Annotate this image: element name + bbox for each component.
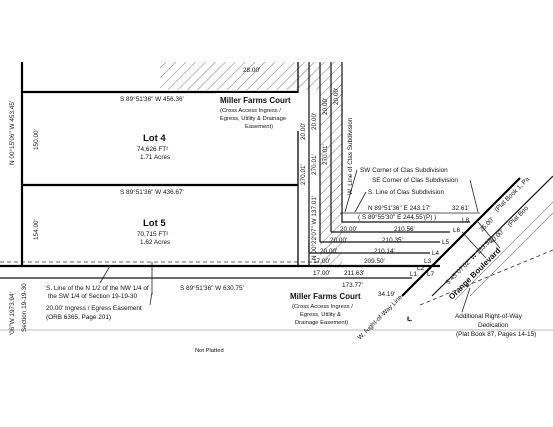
- tag-l4: L4: [432, 250, 440, 257]
- step-rows: [308, 212, 480, 267]
- not-platted: Not Platted: [195, 348, 224, 354]
- road-20-b: 20.00': [311, 113, 318, 130]
- west-bearing: N 00°15'06" W 453.45': [8, 101, 16, 165]
- step-right-1: 210.35': [382, 237, 403, 244]
- road-270-b: 270.01': [311, 154, 318, 175]
- s-line-clas-label: S. Line of Clas Subdivision: [368, 189, 444, 196]
- miller-bottom-bg: [286, 289, 368, 329]
- clas-n-bearing: N 89°51'36" E 243.17': [368, 204, 430, 212]
- lot5-area: 70,715 FT²: [137, 231, 168, 238]
- s-line-1: S. Line of the N 1/2 of the NW 1/4 of: [46, 285, 149, 292]
- step-right-2: 210.14': [374, 248, 395, 255]
- lot5-acres: 1.62 Acres: [140, 239, 170, 246]
- road-20-c: 20.00': [322, 98, 329, 115]
- bottom-bearing: S 89°51'36" W 630.75': [180, 284, 244, 292]
- miller-top-bg: [216, 93, 300, 131]
- lot4-area: 74,626 FT²: [137, 146, 168, 153]
- step-left-1: 20.00': [330, 237, 347, 244]
- west-edge-dim: '06"W 1973.94': [9, 292, 16, 335]
- road-270-a: 270.01': [300, 164, 307, 185]
- tag-l6: L6: [453, 227, 461, 234]
- lot4-north-bearing: S 89°51'36" W 456.36': [120, 95, 184, 103]
- lot5-name: Lot 5: [143, 218, 166, 229]
- tag-l8: L8: [462, 217, 470, 224]
- road-20-a: 20.00': [300, 123, 307, 140]
- miller-top-l3: Easement): [245, 124, 273, 130]
- miller-bottom-title: Miller Farms Court: [290, 292, 361, 301]
- easement-1: 20.00' Ingress / Egress Easement: [46, 305, 142, 312]
- add-row-1: Additional Right-of-Way: [455, 313, 523, 320]
- step-left-2: 20.00': [320, 248, 337, 255]
- step-right-0: 210.56': [394, 226, 415, 233]
- orange-boulevard-lines: [401, 175, 553, 306]
- sw-corner-label: SW Corner of Clas Subdivision: [360, 167, 448, 174]
- step-left-0: 20.00': [340, 226, 357, 233]
- miller-bottom-l3: Drainage Easement): [295, 320, 348, 326]
- centerline-symbol: ℄: [406, 315, 413, 324]
- tag-l5: L5: [442, 239, 450, 246]
- step-right-4: 211.63': [344, 270, 364, 277]
- se-corner-label: SE Corner of Clas Subdivision: [372, 177, 458, 184]
- clas-s-bearing: ( S 89°55'30" E 244.55'(P) ): [358, 213, 436, 221]
- lot5-north-bearing: S 89°51'36" W 436.67': [120, 188, 184, 196]
- tag-l2: L2: [417, 265, 425, 272]
- w-line-clas: W. Line of Clas Subdivision: [347, 117, 354, 195]
- miller-top-l2: Egress, Utility & Drainage: [220, 116, 286, 122]
- miller-top-title: Miller Farms Court: [220, 96, 291, 105]
- dim-25: 25.00': [478, 216, 495, 233]
- easement-2: (ORB 6365, Page 201): [46, 314, 111, 321]
- section-label: Section 19-19-30: [21, 283, 28, 332]
- dim-28: 28.00': [243, 67, 260, 74]
- step-left-4: 17.00': [313, 270, 330, 277]
- dim-34: 34.19': [378, 291, 395, 298]
- dim-173: 173.77': [342, 282, 363, 289]
- miller-bottom-l2: Egress, Utility &: [300, 312, 341, 318]
- road-20-d: 20.00': [333, 88, 340, 105]
- west-lot5-dim: 154.00': [33, 219, 40, 240]
- lot4-name: Lot 4: [143, 133, 166, 144]
- add-row-3: (Plat Book 87, Pages 14-15): [456, 331, 536, 338]
- west-lot4-dim: 150.00': [33, 129, 40, 150]
- tag-l7: L7: [427, 271, 435, 278]
- s-line-2: the SW 1/4 of Section 19-19-30: [48, 293, 138, 300]
- miller-bottom-l1: (Cross Access Ingress /: [292, 304, 353, 310]
- step-left-3: 17.00': [313, 258, 330, 265]
- step-right-3: 209.50': [364, 258, 385, 265]
- lot4-acres: 1.71 Acres: [140, 154, 170, 161]
- road-270-c: 270.01': [322, 144, 329, 165]
- lot-boundaries: [0, 62, 440, 295]
- dim-32: 32.61': [452, 205, 469, 212]
- add-row-2: Dedication: [478, 322, 509, 329]
- miller-top-l1: (Cross Access Ingress /: [220, 108, 281, 114]
- tag-l3: L3: [424, 258, 432, 265]
- tag-l1: L1: [410, 271, 418, 278]
- plat-book-2: (Plat Boo: [506, 205, 530, 229]
- east-road-bearing: N 00°22'07" W 137.01': [310, 196, 318, 260]
